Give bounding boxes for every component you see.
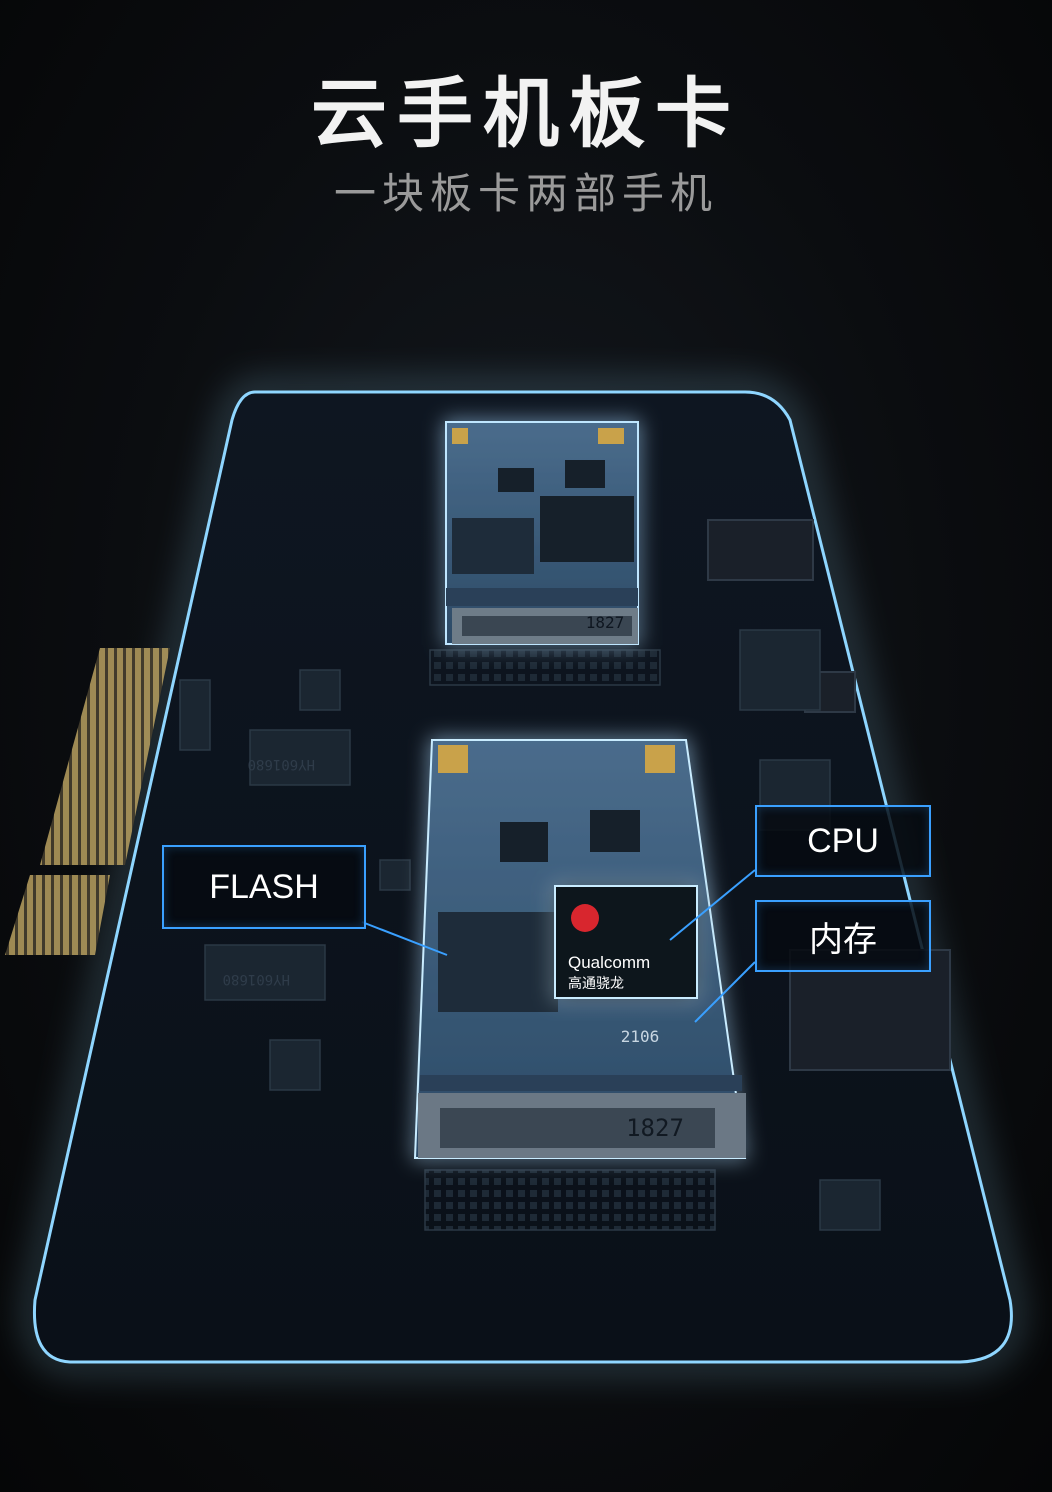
module-top-details (446, 428, 638, 644)
pcie-connector (5, 648, 170, 955)
flash-label: FLASH (209, 867, 319, 906)
callout-lines (361, 869, 756, 1023)
flash-callout: FLASH (162, 845, 366, 929)
cpu-label: CPU (807, 821, 879, 860)
cpu-callout: CPU (755, 805, 931, 877)
module-bottom-details (418, 745, 746, 1158)
page-title: 云手机板卡 (311, 69, 741, 158)
snapdragon-chip (554, 885, 698, 999)
svg-text:HY601680: HY601680 (248, 756, 315, 772)
chip-brand-cn: 高通骁龙 (568, 975, 624, 992)
memory-label: 内存 (809, 920, 877, 959)
board-components (179, 629, 881, 1231)
svg-text:HY601680: HY601680 (223, 971, 290, 987)
snapdragon-logo-icon (571, 904, 599, 932)
chip-code: 2106 (621, 1027, 660, 1046)
module-bottom-serial: 1827 (626, 1114, 684, 1142)
chip-brand: Qualcomm (568, 953, 650, 972)
module-top-serial: 1827 (586, 613, 625, 632)
page-subtitle: 一块板卡两部手机 (333, 169, 718, 218)
memory-callout: 内存 (755, 900, 931, 972)
